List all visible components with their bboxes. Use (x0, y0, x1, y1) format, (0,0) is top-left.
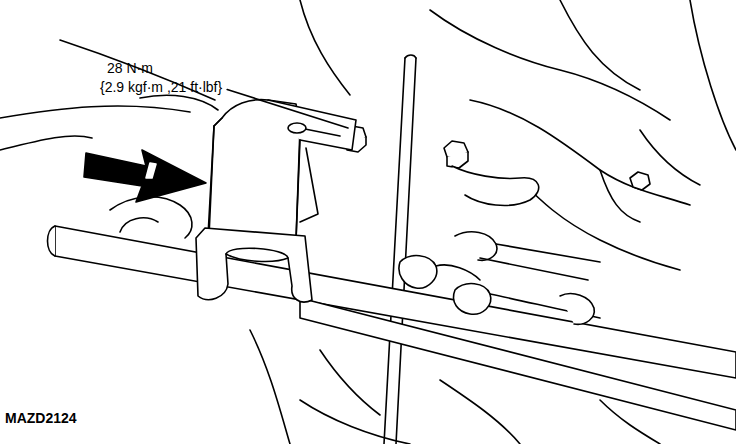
link-springs (399, 232, 600, 324)
link-springs (453, 284, 490, 315)
background-housing (300, 400, 410, 444)
link-springs (560, 294, 594, 325)
bolt (452, 166, 539, 205)
vertical-rod (396, 58, 416, 444)
figure-code: MAZD2124 (5, 410, 77, 427)
background-housing (140, 95, 218, 110)
background-housing (0, 106, 190, 118)
background-housing (110, 197, 192, 238)
bracket (300, 148, 318, 222)
background-housing (300, 0, 350, 95)
bolt (630, 172, 650, 190)
shift-rod (300, 298, 736, 430)
direction-arrow (84, 150, 206, 202)
bracket (288, 123, 306, 133)
torque-value: 28 N·m (107, 60, 153, 77)
shift-rod (48, 226, 56, 256)
bracket (226, 254, 288, 261)
background-housing (560, 0, 640, 90)
bracket (214, 118, 222, 126)
bracket (209, 126, 214, 236)
shift-rod (55, 226, 736, 378)
background-housing (120, 218, 158, 232)
bolt (344, 126, 650, 205)
link-springs (436, 265, 480, 280)
bolt (447, 152, 468, 168)
direction-arrow (84, 150, 206, 202)
torque-value: {2.9 kgf·m ,21 ft·lbf} (100, 79, 222, 96)
background-housing (250, 330, 290, 444)
direction-arrow (146, 163, 156, 178)
background-housing (320, 350, 380, 415)
background-housing (0, 136, 92, 150)
bracket (196, 228, 312, 302)
background-housing (430, 10, 670, 120)
bracket (296, 140, 300, 240)
link-springs (496, 244, 600, 262)
background-housing (520, 180, 680, 270)
leader-line (227, 90, 348, 129)
vertical-rod (405, 55, 416, 58)
link-springs (480, 258, 588, 280)
background-housing (690, 0, 736, 150)
shift-rod (48, 226, 736, 430)
vertical-rod (384, 58, 405, 444)
vertical-rod (384, 55, 416, 444)
link-springs (399, 256, 437, 289)
bracket (196, 100, 356, 302)
link-springs (455, 232, 497, 260)
background-housing (440, 380, 520, 444)
